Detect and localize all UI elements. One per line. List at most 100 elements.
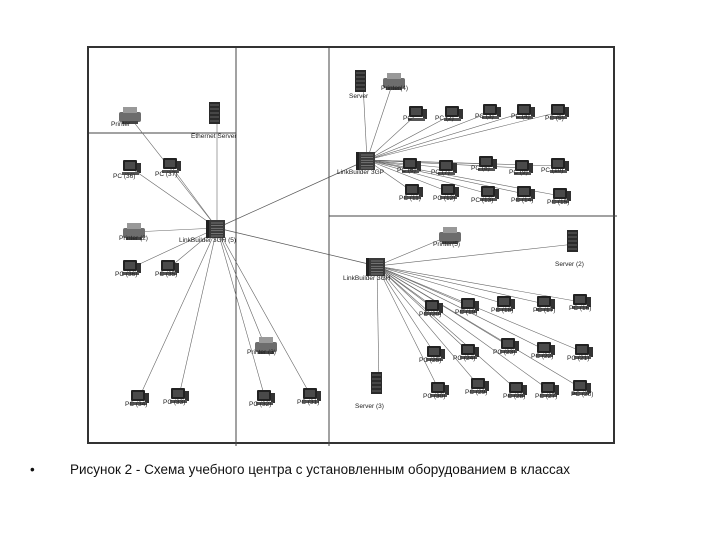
device-link <box>376 265 550 391</box>
device-link <box>366 159 490 195</box>
printer-node: Printer(5) <box>433 227 461 248</box>
device-link <box>366 159 450 193</box>
pc-label: PC (28) <box>503 393 525 400</box>
pc-label: PC (7) <box>431 169 450 176</box>
pc-icon <box>130 390 149 405</box>
pc-node: PC (11) <box>399 184 423 202</box>
device-link <box>376 265 436 355</box>
pc-label: PC (35) <box>155 271 177 278</box>
device-link <box>366 111 560 161</box>
pc-label: PC (29) <box>465 389 487 396</box>
network-diagram: LinkBuilder 3GH (5)LinkBuilder 3GPLinkBu… <box>89 48 617 446</box>
pc-label: PC (30) <box>423 393 445 400</box>
device-link <box>366 111 526 161</box>
device-link <box>132 227 218 233</box>
device-link <box>178 227 218 397</box>
pc-node: PC (36) <box>113 160 141 180</box>
pc-icon <box>572 294 591 309</box>
pc-label: PC (11) <box>399 195 421 202</box>
device-link <box>376 265 506 305</box>
pc-icon <box>162 158 181 173</box>
pc-node: PC (5) <box>545 104 569 122</box>
pc-label: PC (10) <box>541 167 563 174</box>
pc-icon <box>552 188 571 203</box>
pc-icon <box>430 382 449 397</box>
pc-node: PC (37) <box>155 158 181 178</box>
pc-label: PC (23) <box>493 349 515 356</box>
printer-node: Printer(4) <box>381 73 408 92</box>
pc-node: PC (10) <box>541 158 569 174</box>
device-link <box>130 227 218 269</box>
switch-node: LinkBuilder 3GP <box>337 152 384 176</box>
pc-label: PC (32) <box>249 401 271 408</box>
pc-node: PC (27) <box>535 382 559 400</box>
printer-label: Printer (3) <box>247 349 276 356</box>
pc-icon <box>470 378 489 393</box>
pc-icon <box>402 158 421 173</box>
pc-icon <box>404 184 423 199</box>
device-link <box>376 265 470 353</box>
pc-label: PC (21) <box>567 355 589 362</box>
pc-node: PC (3) <box>475 104 501 120</box>
pc-icon <box>440 184 459 199</box>
pc-label: PC (24) <box>453 355 475 362</box>
printer-label: Printer <box>111 121 131 128</box>
device-link <box>366 159 526 195</box>
server-label: Server (2) <box>555 261 584 268</box>
pc-label: PC (17) <box>533 307 555 314</box>
switch-icon <box>206 220 225 238</box>
pc-node: PC (32) <box>249 390 275 408</box>
pc-node: PC (29) <box>465 378 489 396</box>
pc-icon <box>256 390 275 405</box>
pc-icon <box>496 296 515 311</box>
pc-node: PC (19) <box>455 298 479 316</box>
printer-node: Printer (3) <box>247 337 277 356</box>
pc-label: PC (12) <box>433 195 455 202</box>
server-node: Server <box>349 70 369 100</box>
pc-icon <box>122 160 141 175</box>
pc-icon <box>424 300 443 315</box>
pc-node: PC (25) <box>419 346 445 364</box>
server-icon <box>567 230 578 252</box>
device-link <box>362 83 368 161</box>
device-link <box>376 265 518 391</box>
pc-icon <box>574 344 593 359</box>
network-links <box>128 81 584 399</box>
device-link <box>366 81 394 161</box>
pc-node: PC (28) <box>503 382 527 400</box>
pc-label: PC (6) <box>397 167 416 174</box>
pc-label: PC (31) <box>297 399 319 406</box>
pc-label: PC (2) <box>435 115 454 122</box>
pc-icon <box>516 186 535 201</box>
server-node: Server (2) <box>555 230 584 268</box>
pc-node: PC (6) <box>397 158 421 174</box>
pc-node: PC (23) <box>493 338 519 356</box>
pc-icon <box>460 298 479 313</box>
pc-icon <box>536 296 555 311</box>
pc-label: PC (36) <box>115 271 137 278</box>
device-link <box>216 227 266 347</box>
device-link <box>376 265 380 387</box>
printer-icon <box>439 227 461 244</box>
pc-icon <box>170 388 189 403</box>
pc-node: PC (21) <box>567 344 593 362</box>
pc-icon <box>508 382 527 397</box>
printer-icon <box>255 337 277 354</box>
network-nodes: LinkBuilder 3GH (5)LinkBuilder 3GPLinkBu… <box>111 70 593 410</box>
pc-node: PC (12) <box>433 184 459 202</box>
pc-icon <box>426 346 445 361</box>
pc-label: PC (25) <box>419 357 441 364</box>
pc-icon <box>550 104 569 119</box>
device-link <box>376 235 450 267</box>
pc-label: PC (13) <box>471 197 493 204</box>
switch-node: LinkBuilder 3GH <box>343 258 391 282</box>
pc-label: PC (9) <box>509 169 528 176</box>
pc-icon <box>482 104 501 119</box>
pc-label: PC (5) <box>545 115 564 122</box>
pc-node: PC (17) <box>533 296 555 314</box>
device-link <box>170 165 218 229</box>
switch-label: LinkBuilder 3GP <box>337 169 384 176</box>
pc-icon <box>572 380 591 395</box>
hub-link <box>216 159 368 229</box>
